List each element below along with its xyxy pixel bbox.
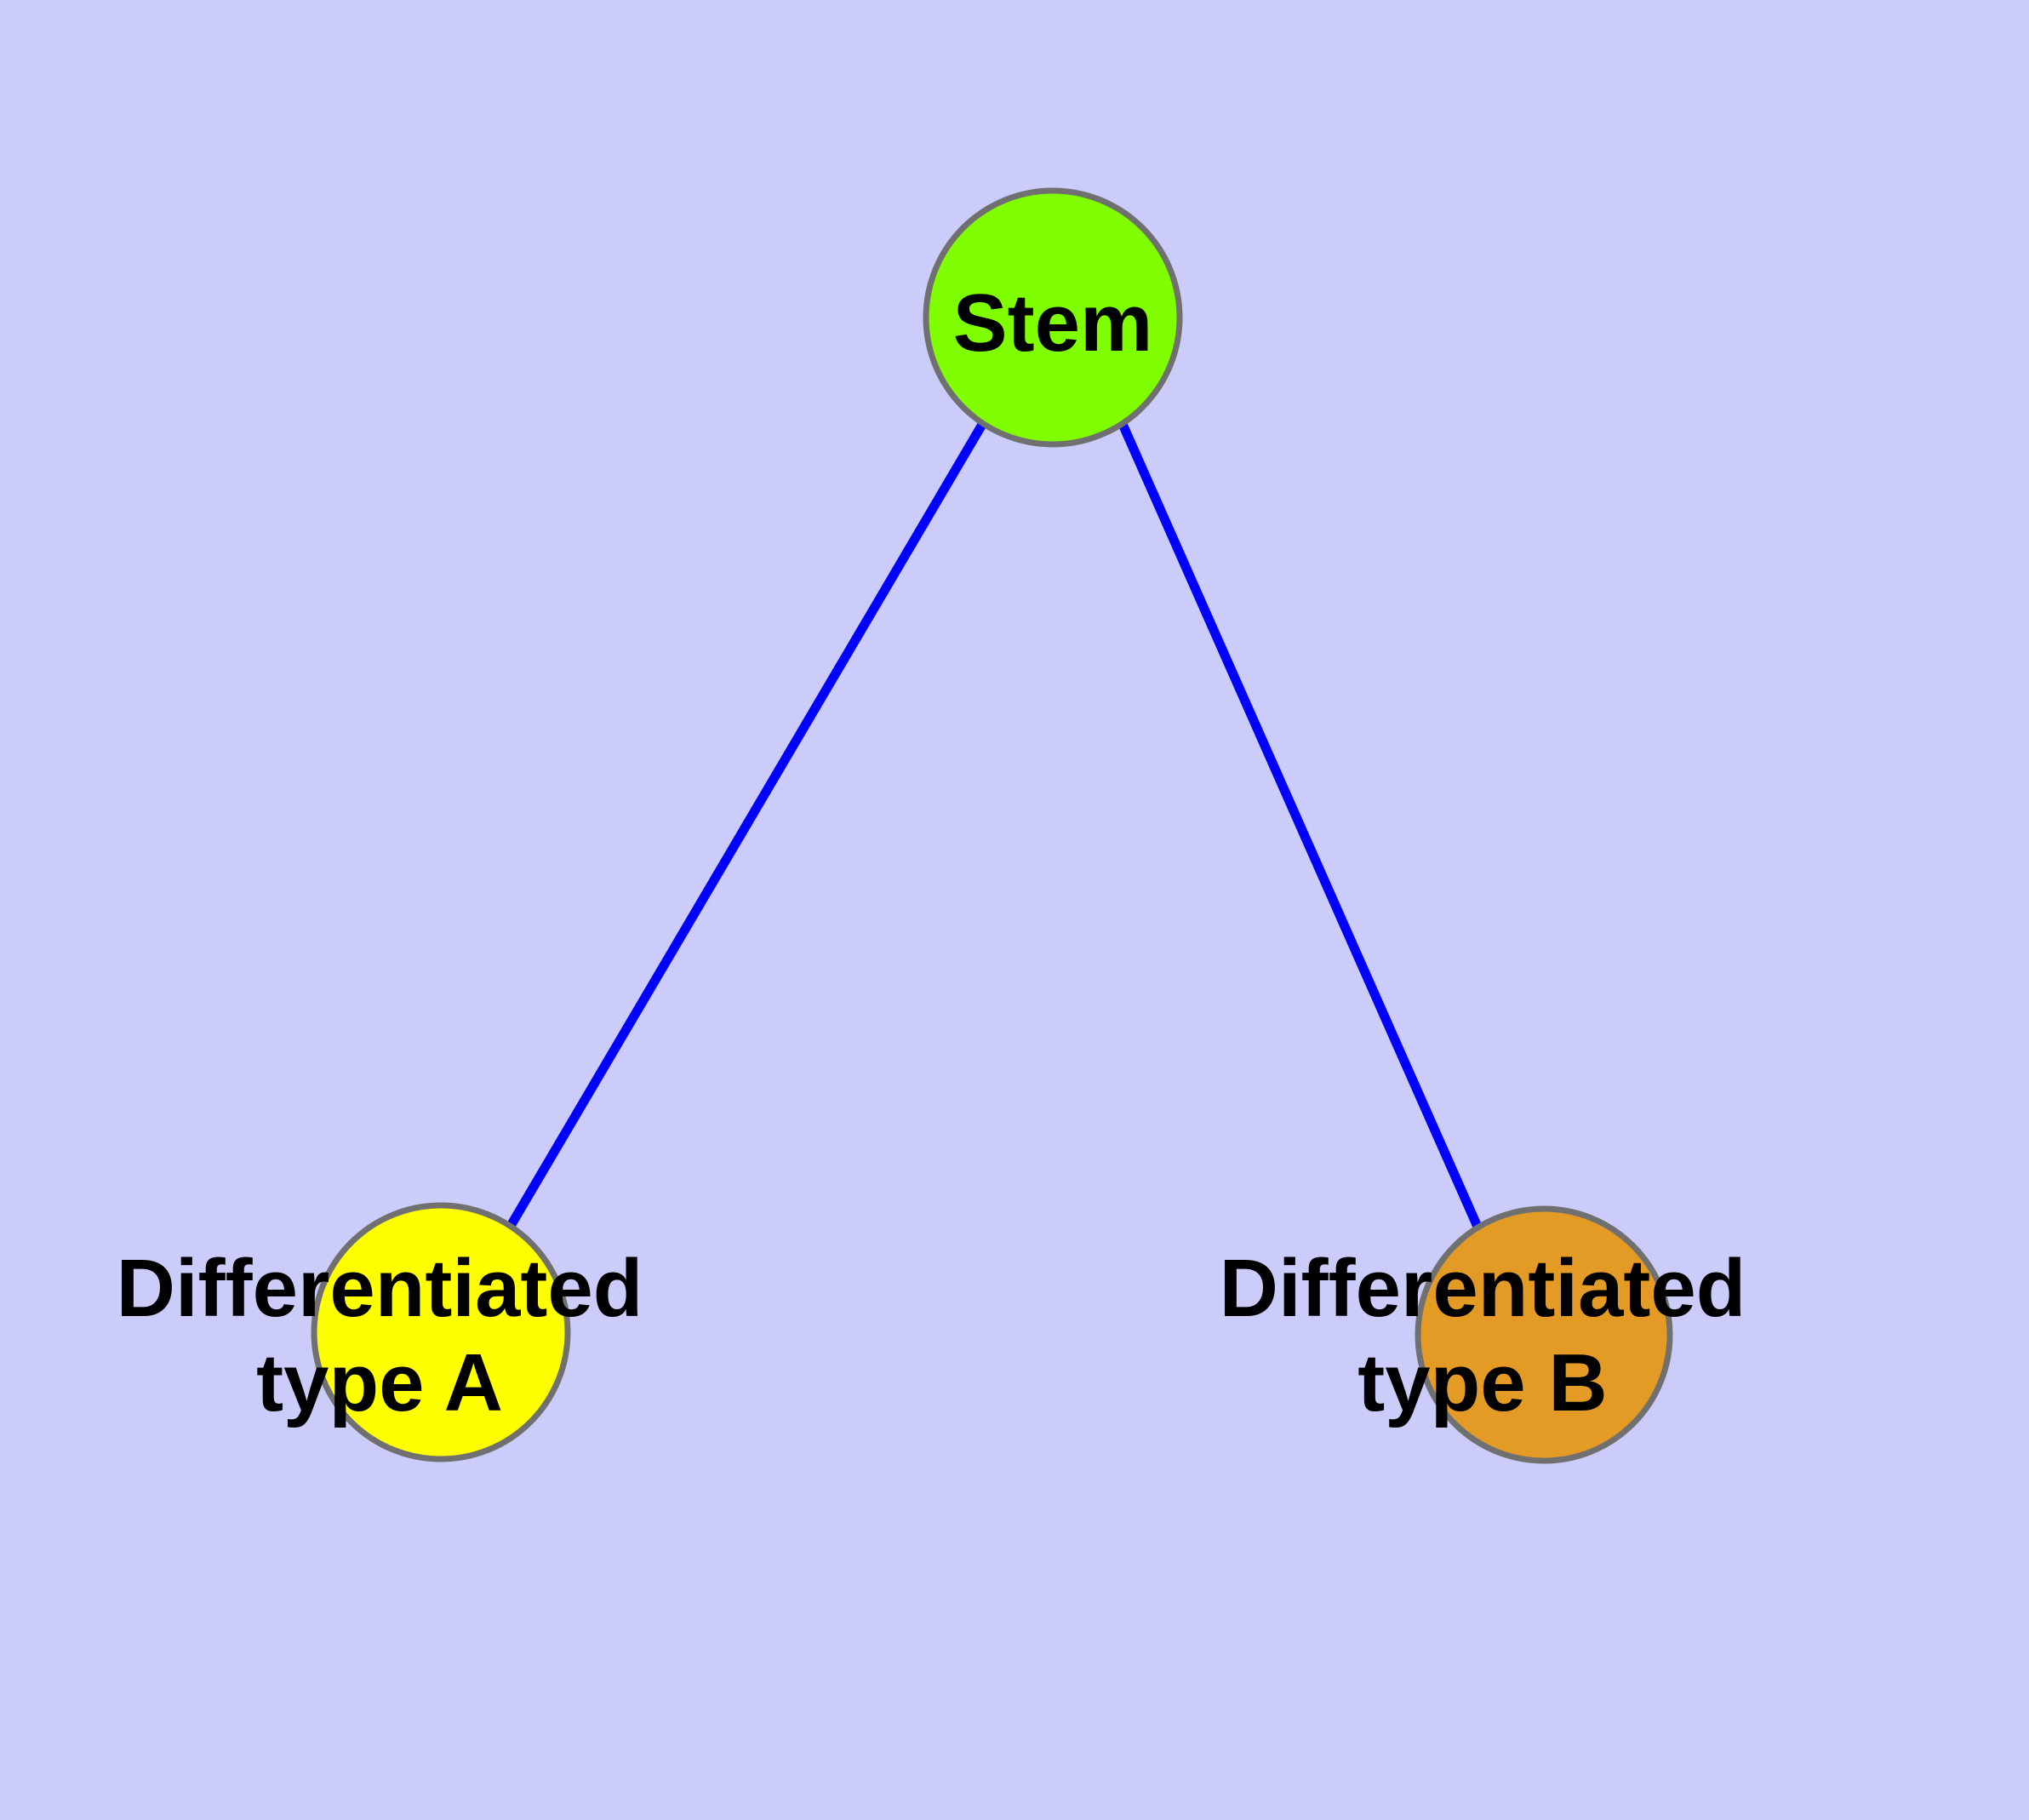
node-differentiated-type-b-label-line2: type B [1357,1337,1607,1428]
node-differentiated-type-a-label-line1: Differentiated [117,1243,643,1334]
node-differentiated-type-b-circle[interactable] [1415,1205,1673,1464]
node-stem-circle[interactable] [923,187,1183,448]
node-layer [311,187,1673,1464]
edge-stem-to-differentiated-type-b[interactable] [1117,420,1483,1229]
edge-stem-to-differentiated-type-a[interactable] [506,421,987,1228]
node-differentiated-type-b-label-line1: Differentiated [1220,1243,1746,1334]
label-layer: Stem Differentiated type A Differentiate… [117,278,1746,1428]
node-stem-label-line1: Stem [953,278,1153,369]
node-differentiated-type-a-label-line2: type A [256,1337,503,1428]
node-differentiated-type-a-circle[interactable] [311,1202,571,1462]
edge-layer [506,420,1483,1229]
